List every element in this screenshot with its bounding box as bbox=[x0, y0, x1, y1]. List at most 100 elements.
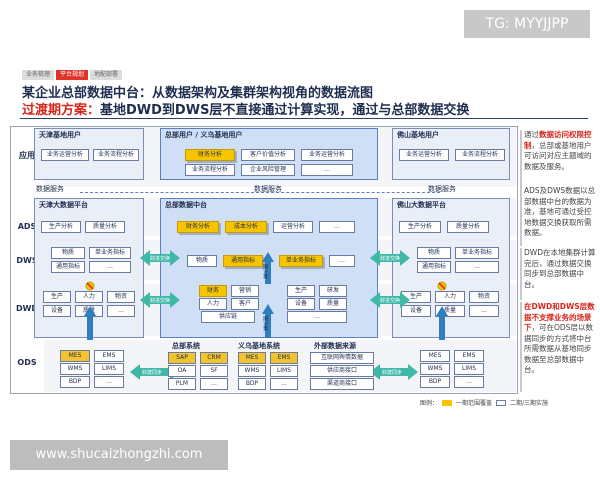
app-hq-box[interactable]: 业务运营分析 bbox=[301, 149, 353, 161]
note-highlight: 在DWD和DWS层数据不支撑业务的场景下 bbox=[524, 302, 595, 332]
ods-tianjin-box[interactable]: WMS bbox=[60, 363, 90, 375]
ods-foshan-box[interactable]: LIMS bbox=[454, 363, 484, 375]
ods-foshan-box[interactable]: MES bbox=[420, 350, 450, 362]
tab-business[interactable]: 业务梳理 bbox=[22, 70, 55, 80]
foshan-ads-box[interactable]: 质量分析 bbox=[447, 221, 489, 233]
arrow-up-hq-mid bbox=[262, 252, 274, 284]
note-divider bbox=[520, 302, 522, 392]
hq-dwd-box[interactable]: 营销 bbox=[231, 285, 259, 297]
layer-label-dwd: DWD bbox=[15, 304, 39, 313]
ods-yiwu-box[interactable]: MES bbox=[238, 352, 266, 364]
hq-dwd-box[interactable]: 研发 bbox=[319, 285, 347, 297]
ods-ext-box[interactable]: 供应商接口 bbox=[310, 365, 374, 377]
ods-hq-box[interactable]: SF bbox=[200, 365, 228, 377]
legend-swatch-phase1 bbox=[442, 399, 453, 406]
app-hq-box[interactable]: 客户价值分析 bbox=[241, 149, 295, 161]
hq-dws-box[interactable]: ... bbox=[329, 255, 355, 267]
foshan-dwd-box[interactable]: 人力 bbox=[435, 291, 465, 303]
hq-dwd-box[interactable]: 客户 bbox=[231, 298, 259, 310]
tianjin-dws-box[interactable]: 单业务指标 bbox=[89, 247, 131, 259]
hq-platform-title: 总部数据中台 bbox=[165, 201, 207, 209]
app-hq-box[interactable]: 财务分析 bbox=[185, 149, 235, 161]
note-text: 通过 bbox=[524, 130, 539, 139]
ods-external-source: 外部数据来源 互联网舆情数据 供应商接口 渠道商接口 bbox=[306, 340, 378, 394]
tianjin-dwd-box[interactable]: 设备 bbox=[43, 305, 71, 317]
hq-dws-box[interactable]: 物质 bbox=[187, 255, 217, 267]
hq-dwd-box[interactable]: 财务 bbox=[199, 285, 227, 297]
tab-deploy[interactable]: 地配部署 bbox=[90, 70, 123, 80]
ods-foshan-box[interactable]: WMS bbox=[420, 363, 450, 375]
hq-dwd-box[interactable]: 供应链 bbox=[201, 311, 255, 323]
app-tianjin-box[interactable]: 业务流程分析 bbox=[93, 149, 139, 161]
ods-tianjin-box[interactable]: MES bbox=[60, 350, 90, 362]
hq-ads-box[interactable]: 运营分析 bbox=[273, 221, 313, 233]
ods-yiwu-box[interactable]: EMS bbox=[270, 352, 298, 364]
ods-hq-box[interactable]: SAP bbox=[168, 352, 196, 364]
ods-ext-box[interactable]: 渠道商接口 bbox=[310, 378, 374, 390]
tianjin-dwd-box[interactable]: 物资 bbox=[107, 291, 135, 303]
ods-hq-box[interactable]: OA bbox=[168, 365, 196, 377]
hq-ads-box[interactable]: 成本分析 bbox=[225, 221, 267, 233]
tianjin-dwd-box[interactable]: ... bbox=[107, 305, 135, 317]
subtitle-text: 基地DWD到DWS层不直接通过计算实现，通过与总部数据交换 bbox=[100, 103, 470, 118]
ods-yiwu-box[interactable]: BDP bbox=[238, 378, 266, 390]
tianjin-ads-box[interactable]: 生产分析 bbox=[41, 221, 81, 233]
tab-platform[interactable]: 平台规划 bbox=[56, 70, 89, 80]
ods-hq-box[interactable]: ... bbox=[200, 378, 228, 390]
foshan-ads-box[interactable]: 生产分析 bbox=[399, 221, 441, 233]
ods-foshan: MES EMS WMS LIMS BDP ... bbox=[418, 348, 498, 392]
app-hq-box[interactable]: 企业风险管理 bbox=[241, 164, 295, 176]
legend-item-phase2: 二期/三期实施 bbox=[510, 400, 549, 407]
ods-tianjin-box[interactable]: BDP bbox=[60, 376, 90, 388]
hq-dws-box[interactable]: 单业务指标 bbox=[279, 255, 323, 267]
foshan-dws-box[interactable]: 单业务指标 bbox=[455, 247, 499, 259]
tianjin-dws-box[interactable]: 物质 bbox=[51, 247, 85, 259]
ods-yiwu-box[interactable]: ... bbox=[270, 378, 298, 390]
tianjin-ads-box[interactable]: 质量分析 bbox=[85, 221, 125, 233]
ods-yiwu-box[interactable]: WMS bbox=[238, 365, 266, 377]
arrow-up-hq-low bbox=[262, 304, 274, 338]
ods-ext-title: 外部数据来源 bbox=[314, 342, 356, 350]
hq-dwd-box[interactable]: 设备 bbox=[287, 298, 315, 310]
hq-dws-box[interactable]: 通用指标 bbox=[223, 255, 263, 267]
hq-ads-box[interactable]: ... bbox=[319, 221, 355, 233]
arrow-dwd-right bbox=[370, 292, 410, 308]
foshan-dwd-box[interactable]: 物资 bbox=[469, 291, 499, 303]
app-hq-title: 总部用户 / 义乌基地用户 bbox=[165, 131, 243, 139]
ods-hq-box[interactable]: CRM bbox=[200, 352, 228, 364]
app-foshan-box[interactable]: 业务运营分析 bbox=[399, 149, 449, 161]
app-foshan-box[interactable]: 业务流程分析 bbox=[455, 149, 505, 161]
foshan-dwd-box[interactable]: ... bbox=[469, 305, 499, 317]
hq-dwd-box[interactable]: ... bbox=[287, 311, 347, 323]
tianjin-dws-box[interactable]: 通用指标 bbox=[51, 261, 85, 273]
subtitle-prefix: 过渡期方案： bbox=[22, 103, 101, 118]
ods-hq-box[interactable]: PLM bbox=[168, 378, 196, 390]
app-hq-box[interactable]: 业务流程分析 bbox=[185, 164, 235, 176]
foshan-dws-box[interactable]: ... bbox=[455, 261, 499, 273]
hq-dwd-box[interactable]: 质量 bbox=[319, 298, 347, 310]
ods-tianjin-box[interactable]: ... bbox=[94, 376, 124, 388]
foshan-dwd-box[interactable]: 设备 bbox=[401, 305, 431, 317]
ods-tianjin-box[interactable]: LIMS bbox=[94, 363, 124, 375]
ods-foshan-box[interactable]: BDP bbox=[420, 376, 450, 388]
watermark-bottom: www.shucaizhongzhi.com bbox=[10, 440, 228, 470]
tianjin-dws-box[interactable]: ... bbox=[89, 261, 131, 273]
ods-yiwu-box[interactable]: LIMS bbox=[270, 365, 298, 377]
app-tianjin-box[interactable]: 业务运营分析 bbox=[41, 149, 89, 161]
hq-dwd-box[interactable]: 人力 bbox=[199, 298, 227, 310]
app-hq-box[interactable]: ... bbox=[301, 164, 353, 176]
foshan-dws-box[interactable]: 物质 bbox=[417, 247, 451, 259]
hq-ads-box[interactable]: 财务分析 bbox=[177, 221, 219, 233]
ods-tianjin-box[interactable]: EMS bbox=[94, 350, 124, 362]
legend-swatch-phase2 bbox=[496, 399, 507, 406]
arrow-dwd-left bbox=[140, 292, 180, 308]
ods-foshan-box[interactable]: EMS bbox=[454, 350, 484, 362]
foshan-dws-box[interactable]: 通用指标 bbox=[417, 261, 451, 273]
tianjin-dwd-box[interactable]: 人力 bbox=[75, 291, 103, 303]
note-text: ，总部或基地用户可访问对应主题域的数据及服务。 bbox=[524, 140, 592, 171]
tianjin-dwd-box[interactable]: 生产 bbox=[43, 291, 71, 303]
ods-ext-box[interactable]: 互联网舆情数据 bbox=[310, 352, 374, 364]
arrow-label-exchange: 财进交换 bbox=[380, 298, 401, 304]
ods-foshan-box[interactable]: ... bbox=[454, 376, 484, 388]
hq-dwd-box[interactable]: 生产 bbox=[287, 285, 315, 297]
